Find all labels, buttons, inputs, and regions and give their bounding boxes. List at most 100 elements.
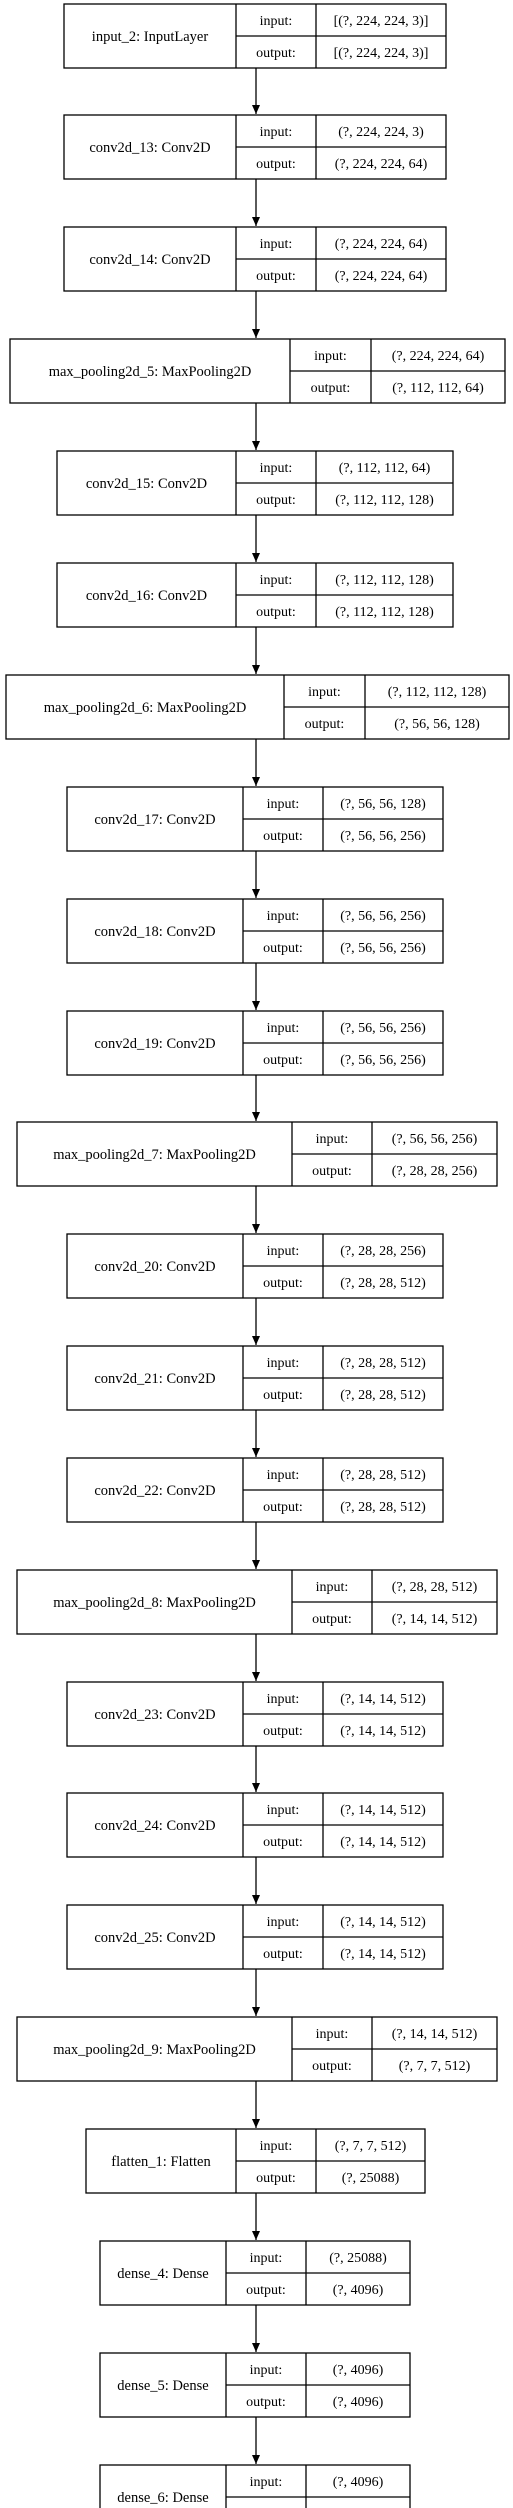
output-label: output: xyxy=(305,717,345,732)
layer-name: conv2d_25: Conv2D xyxy=(94,1930,215,1946)
input-label: input: xyxy=(267,1244,300,1259)
output-label: output: xyxy=(263,1500,303,1515)
output-label: output: xyxy=(263,1947,303,1962)
layer-box xyxy=(99,2464,411,2508)
input-shape: (?, 224, 224, 64) xyxy=(392,349,485,364)
input-shape: (?, 28, 28, 512) xyxy=(392,1580,478,1595)
layer-name: conv2d_13: Conv2D xyxy=(89,140,210,156)
input-label: input: xyxy=(267,1021,300,1036)
input-label: input: xyxy=(267,909,300,924)
output-label: output: xyxy=(256,269,296,284)
layer-name: max_pooling2d_6: MaxPooling2D xyxy=(44,700,247,716)
output-shape: (?, 224, 224, 64) xyxy=(335,269,428,284)
layer-name: conv2d_22: Conv2D xyxy=(94,1483,215,1499)
output-shape: (?, 14, 14, 512) xyxy=(340,1835,426,1850)
input-label: input: xyxy=(316,1132,349,1147)
input-shape: (?, 4096) xyxy=(333,2475,384,2490)
input-shape: (?, 112, 112, 64) xyxy=(339,461,431,476)
input-shape: (?, 25088) xyxy=(329,2251,387,2266)
input-label: input: xyxy=(316,1580,349,1595)
layer-node: conv2d_22: Conv2D input: output: (?, 28, 28… xyxy=(66,1457,444,1523)
output-label: output: xyxy=(246,2283,286,2298)
layer-name: conv2d_19: Conv2D xyxy=(94,1036,215,1052)
input-shape: (?, 14, 14, 512) xyxy=(340,1803,426,1818)
layer-name: dense_6: Dense xyxy=(117,2490,208,2506)
output-label: output: xyxy=(256,605,296,620)
output-label: output: xyxy=(263,1724,303,1739)
input-shape: (?, 56, 56, 256) xyxy=(392,1132,478,1147)
input-shape: (?, 224, 224, 64) xyxy=(335,237,428,252)
input-shape: (?, 14, 14, 512) xyxy=(340,1915,426,1930)
output-label: output: xyxy=(312,2059,352,2074)
layer-node: max_pooling2d_7: MaxPooling2D input: outpu… xyxy=(16,1121,498,1187)
input-label: input: xyxy=(260,461,293,476)
output-shape: (?, 7, 7, 512) xyxy=(399,2059,471,2074)
output-label: output: xyxy=(246,2395,286,2410)
output-shape: (?, 25088) xyxy=(342,2171,400,2186)
layer-name: conv2d_17: Conv2D xyxy=(94,812,215,828)
layer-name: conv2d_23: Conv2D xyxy=(94,1707,215,1723)
output-label: output: xyxy=(263,1835,303,1850)
input-shape: (?, 112, 112, 128) xyxy=(388,685,487,700)
output-shape: (?, 28, 28, 512) xyxy=(340,1276,426,1291)
output-shape: (?, 56, 56, 256) xyxy=(340,829,426,844)
layer-node: max_pooling2d_6: MaxPooling2D input: outpu… xyxy=(5,674,510,740)
input-shape: (?, 14, 14, 512) xyxy=(392,2027,478,2042)
output-label: output: xyxy=(263,1053,303,1068)
output-shape: (?, 28, 28, 512) xyxy=(340,1500,426,1515)
layer-name: max_pooling2d_7: MaxPooling2D xyxy=(53,1147,256,1163)
output-shape: (?, 4096) xyxy=(333,2395,384,2410)
output-shape: (?, 56, 56, 128) xyxy=(394,717,480,732)
output-shape: (?, 14, 14, 512) xyxy=(340,1724,426,1739)
output-shape: (?, 56, 56, 256) xyxy=(340,941,426,956)
input-shape: (?, 28, 28, 512) xyxy=(340,1356,426,1371)
input-label: input: xyxy=(267,1356,300,1371)
output-shape: (?, 4096) xyxy=(333,2283,384,2298)
layer-name: max_pooling2d_9: MaxPooling2D xyxy=(53,2042,256,2058)
input-label: input: xyxy=(308,685,341,700)
output-label: output: xyxy=(312,1612,352,1627)
layer-nodes: input_2: InputLayer input: output: [(?, 224… xyxy=(5,3,510,2508)
input-label: input: xyxy=(267,1915,300,1930)
input-label: input: xyxy=(250,2251,283,2266)
output-shape: (?, 14, 14, 512) xyxy=(392,1612,478,1627)
layer-name: conv2d_18: Conv2D xyxy=(94,924,215,940)
input-label: input: xyxy=(250,2475,283,2490)
layer-name: input_2: InputLayer xyxy=(92,29,209,45)
layer-name: conv2d_24: Conv2D xyxy=(94,1818,215,1834)
input-shape: (?, 14, 14, 512) xyxy=(340,1692,426,1707)
input-label: input: xyxy=(250,2363,283,2378)
output-label: output: xyxy=(311,381,351,396)
input-label: input: xyxy=(260,2139,293,2154)
layer-name: conv2d_21: Conv2D xyxy=(94,1371,215,1387)
layer-name: flatten_1: Flatten xyxy=(111,2154,211,2170)
input-label: input: xyxy=(267,1692,300,1707)
input-label: input: xyxy=(267,797,300,812)
layer-name: conv2d_20: Conv2D xyxy=(94,1259,215,1275)
output-label: output: xyxy=(263,1276,303,1291)
input-label: input: xyxy=(314,349,347,364)
input-shape: (?, 56, 56, 128) xyxy=(340,797,426,812)
input-label: input: xyxy=(267,1468,300,1483)
output-shape: (?, 28, 28, 256) xyxy=(392,1164,478,1179)
output-label: output: xyxy=(256,157,296,172)
output-label: output: xyxy=(256,2171,296,2186)
layer-node: conv2d_20: Conv2D input: output: (?, 28, 28… xyxy=(66,1233,444,1299)
layer-node: conv2d_25: Conv2D input: output: (?, 14, 14… xyxy=(66,1904,444,1970)
input-shape: [(?, 224, 224, 3)] xyxy=(334,14,429,29)
output-label: output: xyxy=(312,1164,352,1179)
input-shape: (?, 56, 56, 256) xyxy=(340,1021,426,1036)
output-shape: (?, 56, 56, 256) xyxy=(340,1053,426,1068)
